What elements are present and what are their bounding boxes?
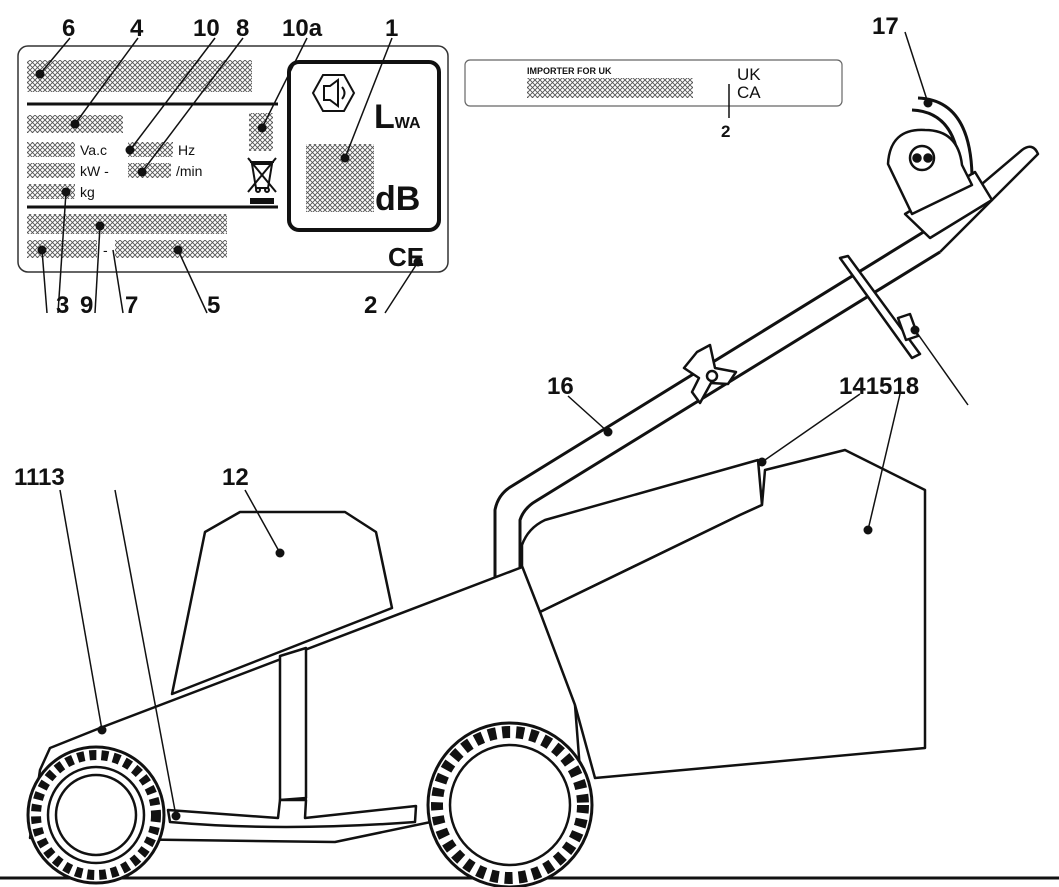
uk-importer-label: IMPORTER FOR UK UK CA	[464, 59, 843, 107]
weee-bar	[250, 198, 274, 204]
callout-16: 16	[547, 373, 574, 400]
callout-7: 7	[125, 292, 138, 319]
unit-weight: kg	[80, 184, 95, 200]
field-speed	[128, 163, 171, 178]
ce-mark: CE	[388, 242, 424, 272]
field-power	[27, 163, 75, 178]
speaker-icon	[311, 74, 356, 112]
importer-field	[527, 78, 693, 98]
callout-3: 3	[56, 292, 69, 319]
unit-power: kW -	[80, 163, 109, 179]
field-7	[27, 214, 227, 234]
callout-9: 9	[80, 292, 93, 319]
rating-plate: Va.c Hz kW - /min kg -	[17, 45, 449, 273]
callout-10a: 10a	[282, 15, 323, 42]
field-1	[306, 144, 374, 212]
unit-speed: /min	[176, 163, 202, 179]
callout-2: 2	[364, 292, 377, 319]
unit-voltage: Va.c	[80, 142, 107, 158]
callout-2-uk: 2	[721, 122, 730, 141]
unit-frequency: Hz	[178, 142, 195, 158]
mower-leader-dots	[97, 98, 933, 821]
ukca-line1: UK	[737, 65, 761, 84]
callout-17: 17	[872, 13, 899, 40]
callout-4: 4	[130, 15, 144, 42]
callout-6: 6	[62, 15, 75, 42]
top-leader-dots	[35, 69, 423, 267]
callout-10: 10	[193, 15, 220, 42]
rear-wheel	[426, 721, 594, 887]
front-wheel	[26, 745, 166, 885]
callout-11-13: 1113	[14, 464, 65, 491]
field-5	[115, 240, 227, 258]
mower-leader-lines	[59, 31, 969, 817]
weee-bin-icon	[247, 157, 277, 193]
sound-power-label: LWA	[374, 98, 421, 136]
sound-unit: dB	[375, 180, 420, 218]
callout-8: 8	[236, 15, 249, 42]
separator: -	[103, 242, 108, 258]
importer-text: IMPORTER FOR UK	[527, 66, 612, 76]
field-voltage	[27, 142, 75, 157]
top-leader-lines	[39, 37, 730, 314]
field-6	[27, 60, 252, 92]
callout-12: 12	[222, 464, 249, 491]
ukca-line2: CA	[737, 83, 761, 102]
callout-1: 1	[385, 15, 398, 42]
callout-5: 5	[207, 292, 220, 319]
callout-14-15-18: 141518	[839, 373, 919, 400]
